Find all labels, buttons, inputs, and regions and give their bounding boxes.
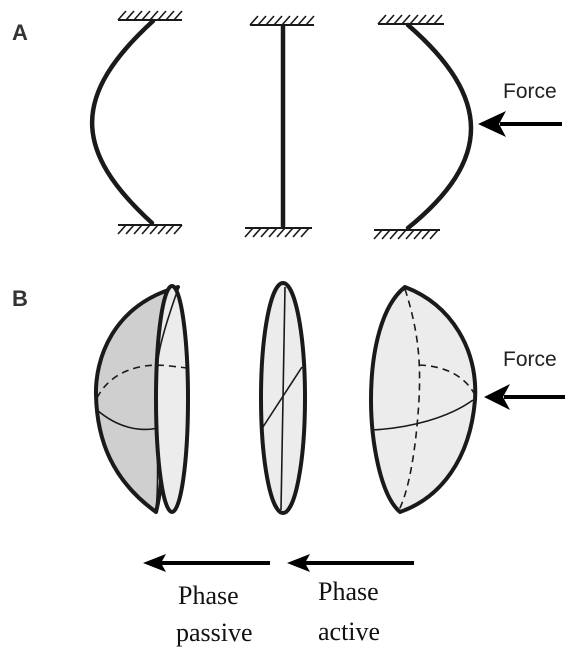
force-label-a: Force <box>503 80 557 103</box>
force-arrow-a: Force <box>478 80 562 137</box>
lens-curved-right <box>369 285 478 514</box>
beam-bent-right <box>405 22 474 231</box>
bottom-wall-support-right <box>373 229 440 240</box>
phase-passive: Phase passive <box>143 554 270 647</box>
bottom-wall-support-middle <box>244 227 312 238</box>
phase-active-line2: active <box>318 617 380 646</box>
panel-b-letter: B <box>12 286 28 311</box>
phase-passive-line2: passive <box>176 618 253 647</box>
panel-a-letter: A <box>12 20 28 45</box>
panel-a-beams <box>90 10 474 240</box>
force-label-b: Force <box>503 348 557 371</box>
bottom-wall-support-left <box>117 224 183 235</box>
phase-active-line1: Phase <box>318 577 379 606</box>
middle-clamped-beam <box>244 15 315 238</box>
lens-flat-middle <box>259 281 307 515</box>
force-arrow-b: Force <box>484 348 565 410</box>
phase-passive-line1: Phase <box>178 581 239 610</box>
phase-active: Phase active <box>287 554 414 646</box>
lens-rim-face <box>154 284 190 514</box>
left-clamped-beam <box>90 10 183 235</box>
beam-bent-left <box>90 18 156 226</box>
lens-dome-right <box>369 285 478 514</box>
top-wall-support-right <box>377 14 444 25</box>
lens-curved-left <box>93 284 190 514</box>
right-clamped-beam <box>373 14 474 240</box>
top-wall-support-left <box>117 10 183 21</box>
top-wall-support-middle <box>249 15 315 26</box>
